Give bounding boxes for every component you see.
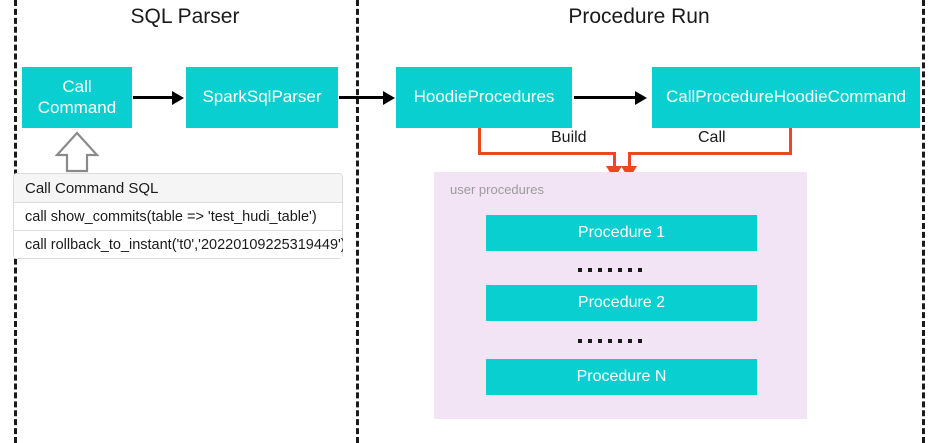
procedure-box[interactable]: Procedure 1 bbox=[486, 215, 757, 251]
edge-label-call: Call bbox=[693, 129, 731, 147]
edge-hoodie-to-callprocedure-arrowhead bbox=[635, 91, 647, 105]
section-divider-right bbox=[922, 0, 925, 443]
sql-table-row: call rollback_to_instant('t0','202201092… bbox=[13, 230, 343, 259]
procedure-box[interactable]: Procedure N bbox=[486, 359, 757, 395]
call-connector-vertical-left bbox=[628, 152, 631, 169]
ellipsis-dots-1 bbox=[578, 268, 642, 272]
call-connector-vertical-right bbox=[789, 128, 792, 155]
edge-spark-to-hoodie-arrowhead bbox=[383, 91, 395, 105]
node-call-procedure-hoodie-command[interactable]: CallProcedureHoodieCommand bbox=[652, 67, 920, 128]
build-connector-vertical-left bbox=[478, 128, 481, 155]
node-spark-sql-parser[interactable]: SparkSqlParser bbox=[186, 67, 338, 128]
ellipsis-dots-2 bbox=[578, 339, 642, 343]
hollow-up-arrow-icon bbox=[54, 130, 100, 179]
section-title-procedure-run: Procedure Run bbox=[568, 5, 710, 28]
user-procedures-label: user procedures bbox=[450, 182, 544, 197]
edge-hoodie-to-callprocedure-line bbox=[574, 96, 636, 99]
edge-label-build: Build bbox=[546, 129, 592, 147]
edge-spark-to-hoodie-line bbox=[339, 96, 384, 99]
call-command-sql-table: Call Command SQL call show_commits(table… bbox=[13, 173, 343, 259]
edge-call-command-to-spark-line bbox=[133, 96, 173, 99]
call-connector-horizontal bbox=[628, 152, 792, 155]
sql-table-header: Call Command SQL bbox=[13, 173, 343, 203]
sql-table-row: call show_commits(table => 'test_hudi_ta… bbox=[13, 202, 343, 231]
section-title-sql-parser: SQL Parser bbox=[130, 5, 240, 28]
node-call-command[interactable]: Call Command bbox=[22, 67, 132, 128]
edge-call-command-to-spark-arrowhead bbox=[172, 91, 184, 105]
build-connector-vertical-right bbox=[613, 152, 616, 169]
build-connector-horizontal bbox=[478, 152, 616, 155]
section-divider-middle bbox=[356, 0, 359, 443]
node-hoodie-procedures[interactable]: HoodieProcedures bbox=[396, 67, 572, 128]
procedure-box[interactable]: Procedure 2 bbox=[486, 285, 757, 321]
